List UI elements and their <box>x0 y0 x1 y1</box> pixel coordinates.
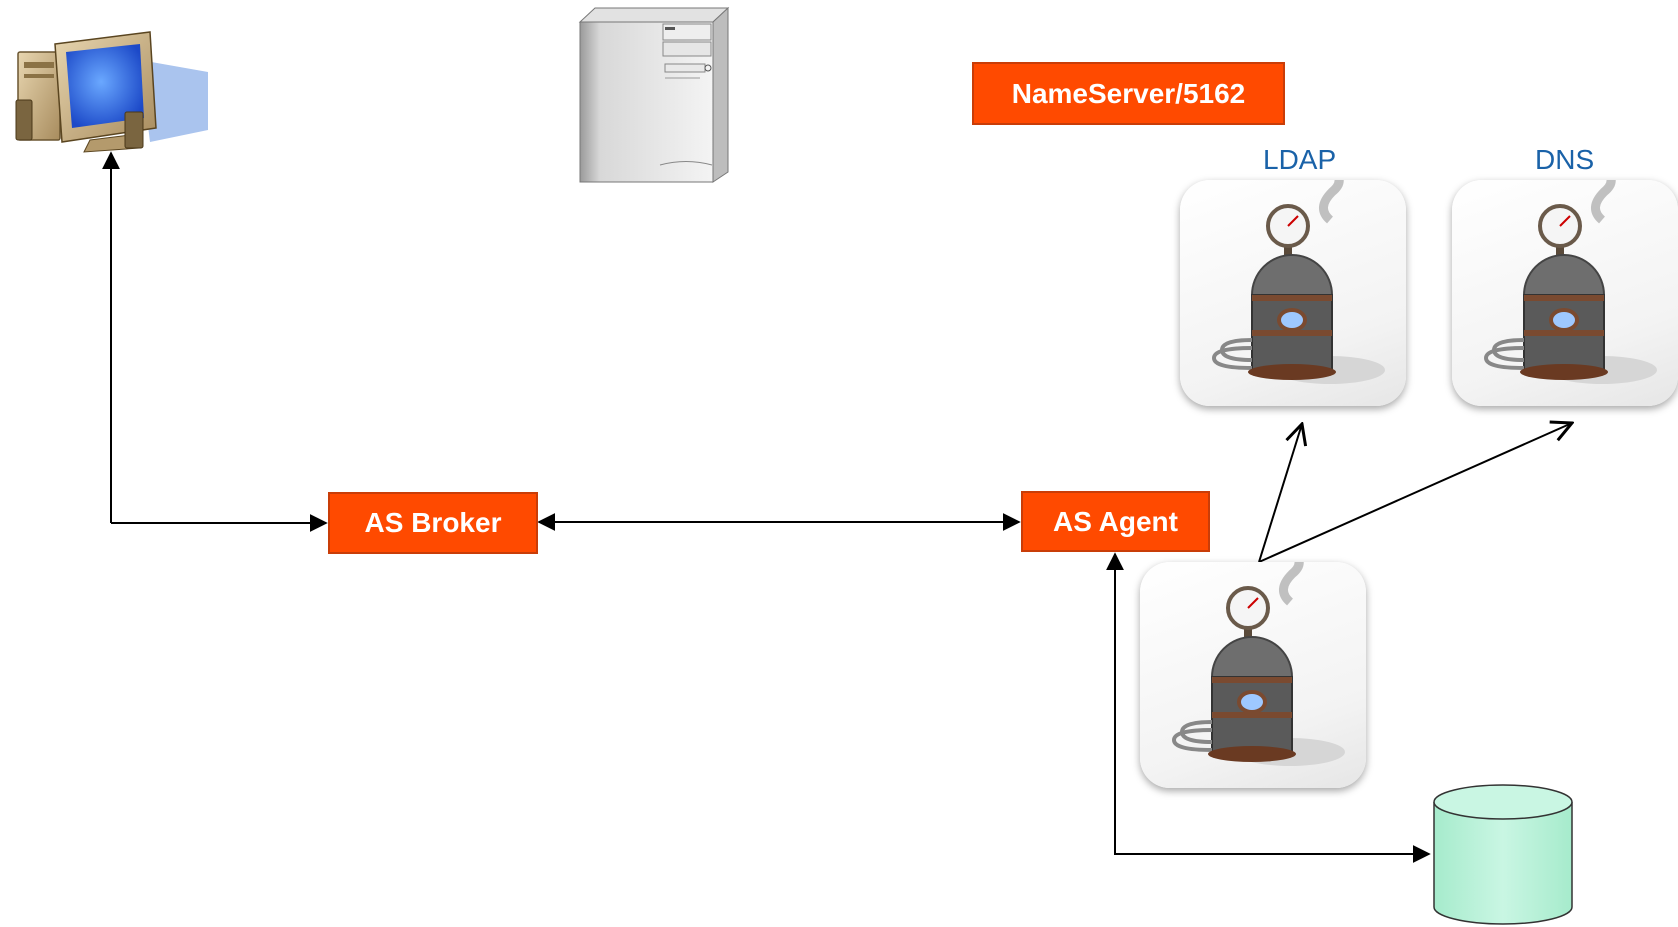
dns-label: DNS <box>1535 144 1595 175</box>
connector-agent-database <box>1106 552 1431 863</box>
dns-engine-tile <box>1452 180 1678 406</box>
ldap-label: LDAP <box>1263 144 1337 175</box>
desktop-computer-icon <box>15 31 208 153</box>
tower-server-icon <box>578 6 730 183</box>
connector-client-broker <box>102 151 328 532</box>
steam-boiler-icon <box>1483 180 1657 384</box>
database-cylinder-icon <box>1433 784 1573 925</box>
steam-boiler-icon <box>1171 562 1345 766</box>
ldap-engine-tile <box>1180 180 1406 406</box>
nameserver-box: NameServer/5162 <box>972 62 1285 125</box>
as-broker-box: AS Broker <box>328 492 538 554</box>
agent-engine-tile <box>1140 562 1366 788</box>
steam-boiler-icon <box>1211 180 1385 384</box>
connector-engine-dns <box>1258 423 1572 563</box>
connector-engine-ldap <box>1258 424 1302 563</box>
as-agent-box: AS Agent <box>1021 491 1210 552</box>
